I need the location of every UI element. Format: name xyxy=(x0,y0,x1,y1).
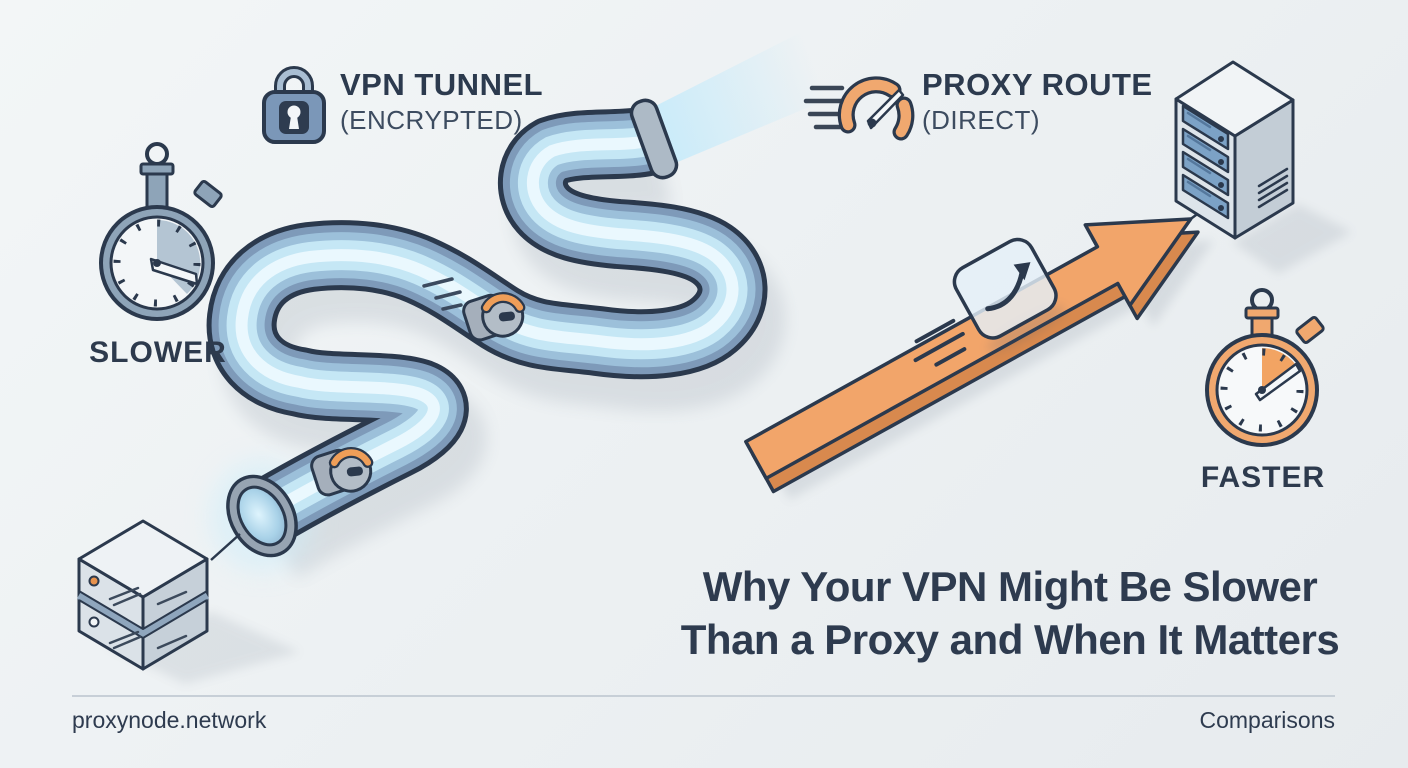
tick-marks xyxy=(1220,348,1304,432)
stopwatch-slow-icon xyxy=(99,142,223,321)
vpn-tunnel-subtitle: (ENCRYPTED) xyxy=(340,105,523,136)
category-label: Comparisons xyxy=(1199,707,1336,733)
vpn-tunnel-title: VPN TUNNEL xyxy=(340,67,544,102)
speedometer-icon xyxy=(803,76,915,141)
speed-lines xyxy=(803,85,855,130)
page-title-line1: Why Your VPN Might Be Slower xyxy=(702,563,1318,610)
tunnel-shadow xyxy=(258,171,749,546)
proxy-packet-icon xyxy=(952,237,1058,340)
connector-line xyxy=(1183,205,1209,225)
exit-light-beam xyxy=(651,32,826,165)
proxy-route-label: PROXY ROUTE (DIRECT) xyxy=(922,67,1153,136)
data-packet-icon xyxy=(310,447,374,497)
elapsed-sector xyxy=(157,219,201,294)
arrow-speed-lines xyxy=(913,318,967,367)
tunnel-opening xyxy=(226,474,298,558)
slower-label: SLOWER xyxy=(89,336,227,369)
faster-label: FASTER xyxy=(1200,461,1326,494)
page-title: Why Your VPN Might Be Slower Than a Prox… xyxy=(630,561,1390,667)
tunnel-opening-glow xyxy=(210,460,314,572)
footer-divider xyxy=(72,695,1335,697)
server-stack-shadow xyxy=(105,612,300,684)
server-tower-icon xyxy=(1174,60,1352,274)
arrow-shadow xyxy=(769,240,1214,500)
proxy-arrow-illustration xyxy=(744,205,1214,500)
proxy-route-title: PROXY ROUTE xyxy=(922,67,1153,102)
watch-hand xyxy=(1254,362,1302,402)
page-title-line2: Than a Proxy and When It Matters xyxy=(680,615,1340,663)
tunnel-exit-collar xyxy=(629,98,679,180)
server-stack-icon xyxy=(76,519,300,684)
lock-icon xyxy=(262,66,326,144)
server-led-orange xyxy=(88,575,100,587)
site-name: proxynode.network xyxy=(72,707,267,733)
stopwatch-fast-icon xyxy=(1205,288,1325,447)
tick-marks xyxy=(113,219,201,307)
tunnel-speed-lines xyxy=(422,277,463,311)
server-tower-shadow xyxy=(1232,204,1352,274)
gauge-needle xyxy=(866,88,905,130)
proxy-route-subtitle: (DIRECT) xyxy=(922,105,1041,136)
data-packet-icon xyxy=(462,292,526,342)
elapsed-sector xyxy=(1262,347,1299,390)
watch-hand xyxy=(149,257,199,286)
arrow-side-face xyxy=(751,230,1200,494)
server-vents xyxy=(1257,167,1289,209)
arrow-top-face xyxy=(744,217,1193,481)
connector-line xyxy=(210,533,241,561)
server-led-white xyxy=(88,616,100,628)
vpn-tunnel-label: VPN TUNNEL (ENCRYPTED) xyxy=(340,67,544,136)
server-bays xyxy=(1181,104,1230,220)
